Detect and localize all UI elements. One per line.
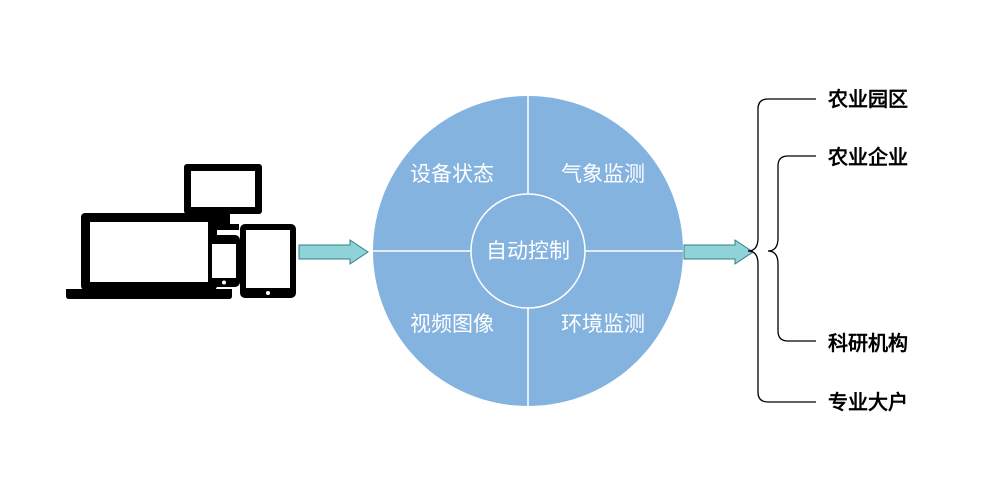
bracket-inner — [767, 155, 816, 342]
tablet-icon — [240, 224, 296, 298]
laptop-icon — [66, 213, 232, 299]
hub-label-bottom-left: 视频图像 — [410, 312, 494, 336]
target-label: 农业园区 — [827, 87, 908, 111]
devices-icon — [66, 164, 296, 299]
hub-circle: 自动控制 设备状态 气象监测 视频图像 环境监测 — [373, 96, 683, 406]
arrow-right-icon — [298, 239, 369, 265]
target-label: 科研机构 — [828, 331, 908, 355]
target-label: 专业大户 — [828, 390, 908, 414]
hub-label-top-right: 气象监测 — [561, 162, 645, 186]
bracket-outer — [747, 98, 816, 403]
hub-label-bottom-right: 环境监测 — [561, 312, 645, 336]
hub-center-circle — [470, 193, 586, 309]
phone-icon — [208, 235, 240, 287]
hub-center-label: 自动控制 — [486, 239, 570, 263]
arrow-right-icon — [683, 239, 754, 265]
monitor-icon — [184, 164, 262, 230]
target-label: 农业企业 — [827, 145, 908, 169]
hub-label-top-left: 设备状态 — [410, 162, 494, 186]
